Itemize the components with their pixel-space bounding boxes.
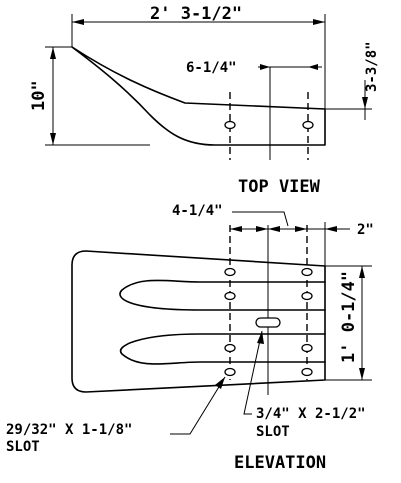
small-slot-leader (170, 376, 226, 435)
elevation-hole (224, 291, 236, 301)
top-view-outline (71, 46, 326, 146)
elevation-outline (71, 250, 326, 393)
elevation-large-slot (255, 317, 281, 328)
arrow-icon (260, 64, 270, 70)
top-view-length-label: 2' 3-1/2" (150, 4, 242, 24)
arrow-icon (295, 226, 307, 232)
elevation-view: 4-1/4" 2" 1' 0-1/4" 29/32" X 1-1/8" SLOT… (6, 203, 374, 473)
elevation-hole (224, 367, 236, 377)
arrow-icon (50, 47, 56, 59)
elevation-hole (301, 267, 313, 277)
small-slot-note-line2: SLOT (6, 439, 40, 455)
arrow-icon (313, 19, 325, 25)
elevation-spacing-label: 4-1/4" (172, 203, 223, 219)
arrow-icon (230, 226, 242, 232)
large-slot-note-line1: 3/4" X 2-1/2" (256, 406, 366, 422)
top-view-height-label: 10" (29, 80, 49, 111)
elevation-upper-finger (119, 279, 326, 311)
small-slot-note-line1: 29/32" X 1-1/8" (6, 422, 132, 438)
arrow-icon (268, 226, 280, 232)
elevation-hole (301, 291, 313, 301)
elevation-lower-finger (119, 333, 326, 365)
top-view: 2' 3-1/2" 10" 6-1/4" 3-3/8" TOP VIEW (28, 3, 380, 197)
elevation-hole (301, 367, 313, 377)
elevation-hole (224, 267, 236, 277)
top-view-end-label: 3-3/8" (364, 41, 380, 92)
top-view-spacing-label: 6-1/4" (186, 60, 237, 76)
top-view-hole-right (302, 120, 314, 130)
arrow-icon (362, 97, 368, 109)
arrow-icon (359, 266, 365, 278)
large-slot-note-line2: SLOT (256, 424, 290, 440)
top-view-title: TOP VIEW (238, 177, 321, 197)
arrow-icon (256, 226, 268, 232)
elevation-end-label: 2" (357, 222, 374, 238)
elevation-height-label: 1' 0-1/4" (339, 271, 359, 363)
arrow-icon (72, 19, 84, 25)
top-view-hole-left (224, 120, 236, 130)
arrow-icon (325, 226, 337, 232)
elevation-title: ELEVATION (234, 453, 326, 473)
arrow-icon (50, 133, 56, 145)
elevation-spacing-leader (232, 211, 289, 227)
arrow-icon (257, 331, 264, 344)
arrow-icon (359, 368, 365, 380)
large-slot-leader (243, 330, 263, 415)
elevation-hole (224, 343, 236, 353)
arrow-icon (215, 377, 225, 389)
elevation-hole (301, 343, 313, 353)
